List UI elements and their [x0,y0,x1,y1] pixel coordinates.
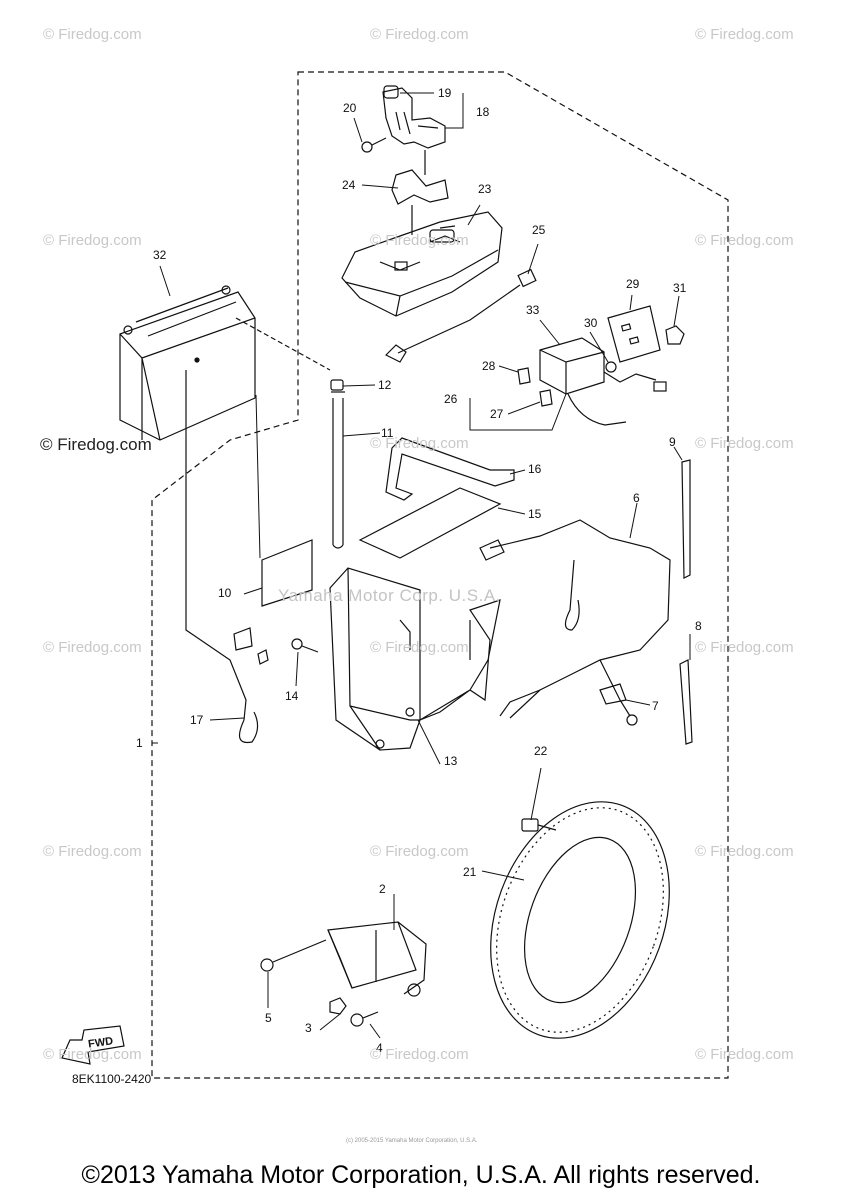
rectifier-regulator [539,337,667,426]
screw [605,361,617,373]
watermark: © Firedog.com [695,843,794,860]
watermark: © Firedog.com [695,26,794,43]
relay-bracket [391,169,449,205]
watermark: © Firedog.com [370,639,469,656]
callout-15: 15 [528,507,542,521]
callout-1: 1 [136,736,143,750]
callout-9: 9 [669,435,676,449]
callout-21: 21 [463,865,477,879]
callout-28: 28 [482,359,496,373]
callout-10: 10 [218,586,232,600]
breather-hose [330,379,345,549]
bolt [291,638,319,653]
callout-23: 23 [478,182,492,196]
callout-13: 13 [444,754,458,768]
starter-wheel-gear [490,801,670,1039]
fine-print: (c) 2005-2015 Yamaha Motor Corporation, … [346,1138,478,1144]
callout-31: 31 [673,281,687,295]
watermark: © Firedog.com [370,843,469,860]
assembly-outline [151,71,729,1079]
watermark: © Firedog.com [370,232,469,249]
callout-29: 29 [626,277,640,291]
cable-tie-2 [679,659,693,745]
callout-16: 16 [528,462,542,476]
rubber-sheet [358,487,502,559]
callout-12: 12 [378,378,392,392]
grommet [517,367,531,385]
fwd-arrow-icon [61,1025,125,1065]
cable-tie [681,459,691,579]
callout-19: 19 [438,86,452,100]
battery-box [329,567,501,751]
watermark: © Firedog.com [370,26,469,43]
callout-5: 5 [265,1011,272,1025]
starter-relay [382,85,446,149]
callout-14: 14 [285,689,299,703]
watermark: © Firedog.com [695,232,794,249]
watermark: © Firedog.com [43,1046,142,1063]
starter-lead-bolt [350,1011,379,1027]
center-watermark: Yamaha Motor Corp. U.S.A. [278,586,501,605]
callout-25: 25 [532,223,546,237]
rotor-bolt [521,818,557,832]
callout-33: 33 [526,303,540,317]
starter-motor [327,921,427,997]
fwd-label: FWD [87,1035,114,1050]
callout-17: 17 [190,713,204,727]
callout-6: 6 [633,491,640,505]
callout-4: 4 [376,1041,383,1055]
callout-22: 22 [534,744,548,758]
watermark: © Firedog.com [695,1046,794,1063]
battery-lead [185,370,269,744]
copyright-notice: ©2013 Yamaha Motor Corporation, U.S.A. A… [81,1161,761,1189]
callout-20: 20 [343,101,357,115]
callout-24: 24 [342,178,356,192]
fuse-holder-plate [607,305,661,363]
watermark: © Firedog.com [695,639,794,656]
cover-sheet [261,539,313,607]
watermark: © Firedog.com [43,843,142,860]
callout-3: 3 [305,1021,312,1035]
watermark: © Firedog.com [695,435,794,452]
watermark: © Firedog.com [370,1046,469,1063]
starter-bolt [260,939,327,972]
watermark: © Firedog.com [43,639,142,656]
battery [119,285,256,441]
watermark: © Firedog.com [43,26,142,43]
wire-harness [479,519,671,726]
fuse-box [341,211,503,317]
callout-2: 2 [379,882,386,896]
diagram-code: 8EK1100-2420 [72,1072,152,1086]
callout-18: 18 [476,105,490,119]
callout-7: 7 [652,699,659,713]
watermark: © Firedog.com [43,232,142,249]
callout-30: 30 [584,316,598,330]
callout-27: 27 [490,407,504,421]
battery-band [385,437,515,501]
callout-8: 8 [695,619,702,633]
callout-26: 26 [444,392,458,406]
grommet-2 [539,389,553,407]
watermark-dark: © Firedog.com [40,435,152,454]
callout-32: 32 [153,248,167,262]
relay-bolt [361,137,387,153]
lead-wire [384,268,537,363]
watermark: © Firedog.com [370,435,469,452]
nut [665,325,685,345]
callout-11: 11 [381,426,394,440]
starter-nut [329,997,347,1015]
